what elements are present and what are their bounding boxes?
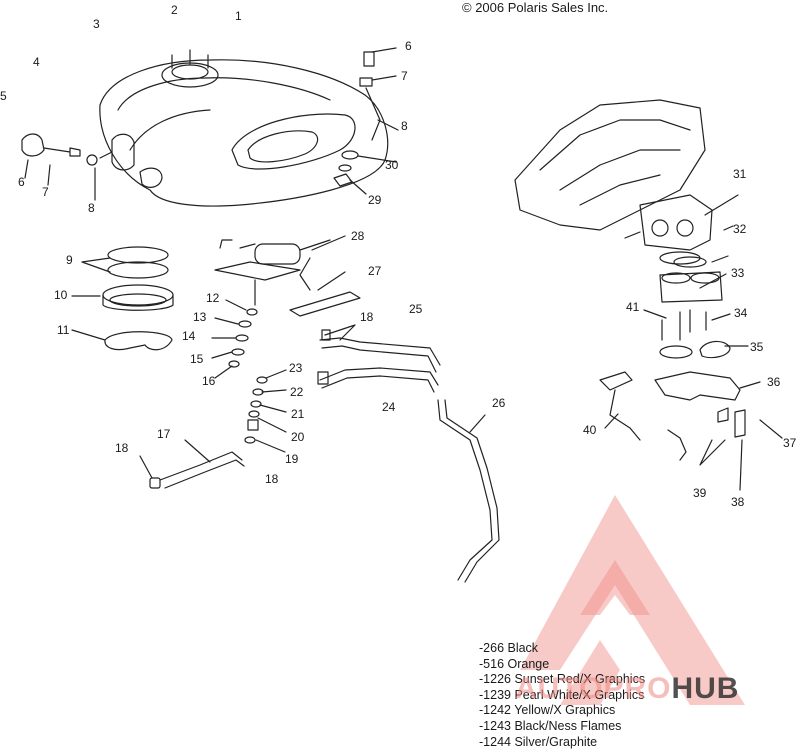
callout-5: 5 [0,89,7,103]
callout-14: 14 [182,329,196,343]
callout-13: 13 [193,310,207,324]
fuel-hoses [139,324,441,489]
callout-19: 19 [285,452,299,466]
watermark-logo [520,495,745,705]
callout-15: 15 [190,352,204,366]
callout-23: 23 [289,361,303,375]
callout-9: 9 [66,253,73,267]
fuel-cap-assembly [21,133,113,201]
variant-row: -1243 Black/Ness Flames [479,718,622,733]
callout-39: 39 [693,486,707,500]
callout-27: 27 [368,264,382,278]
callout-34: 34 [734,306,748,320]
callout-18-left: 18 [115,441,129,455]
callout-3: 3 [93,17,100,31]
copyright-notice: © 2006 Polaris Sales Inc. [462,0,609,15]
callout-35: 35 [750,340,764,354]
throttle-body-assembly [514,99,783,491]
callout-41: 41 [626,300,640,314]
fuel-line [437,399,500,583]
fuel-pump-module [214,235,361,317]
callout-29: 29 [368,193,382,207]
callout-4: 4 [33,55,40,69]
callout-33: 33 [731,266,745,280]
callout-7-left: 7 [42,185,49,199]
callout-12: 12 [206,291,220,305]
watermark-part-2: HUB [671,672,740,705]
callout-1: 1 [235,9,242,23]
small-fittings [211,299,287,453]
vent-fittings [333,47,399,195]
callout-2: 2 [171,3,178,17]
variant-row: -266 Black [479,641,539,655]
callout-20: 20 [291,430,305,444]
callout-22: 22 [290,385,304,399]
callout-11: 11 [57,323,70,337]
fuel-pump-seals [71,246,174,351]
callout-17: 17 [157,427,171,441]
callout-38: 38 [731,495,745,509]
callout-40: 40 [583,423,597,437]
variant-row: -1242 Yellow/X Graphics [479,703,616,718]
callout-36: 36 [767,375,781,389]
callout-24: 24 [382,400,396,414]
callout-30: 30 [385,158,399,172]
callout-32: 32 [733,222,747,236]
callout-8-right: 8 [401,119,408,133]
callout-16: 16 [202,374,216,388]
callout-7-right: 7 [401,69,408,83]
callout-8-left: 8 [88,201,95,215]
callout-28: 28 [351,229,365,243]
watermark-text: AUTOPROHUB [515,672,739,706]
watermark-part-1: AUTOPRO [515,672,672,705]
color-variant-list: -266 Black -516 Orange -1226 Sunset Red/… [479,641,645,750]
callout-25: 25 [409,302,423,316]
callout-37: 37 [783,436,797,450]
variant-row: -1239 Pearl White/X Graphics [479,687,645,702]
callout-18-upper: 18 [360,310,374,324]
callout-6-left: 6 [18,175,25,189]
variant-row: -1244 Silver/Graphite [479,734,598,749]
variant-row: -516 Orange [479,656,550,671]
callout-6-right: 6 [405,39,412,53]
fuel-tank [99,49,389,207]
callout-21: 21 [291,407,305,421]
callout-10: 10 [54,288,68,302]
callout-18-bottom: 18 [265,472,279,486]
callout-31: 31 [733,167,747,181]
variant-row: -1226 Sunset Red/X Graphics [479,672,646,687]
callout-26: 26 [492,396,506,410]
